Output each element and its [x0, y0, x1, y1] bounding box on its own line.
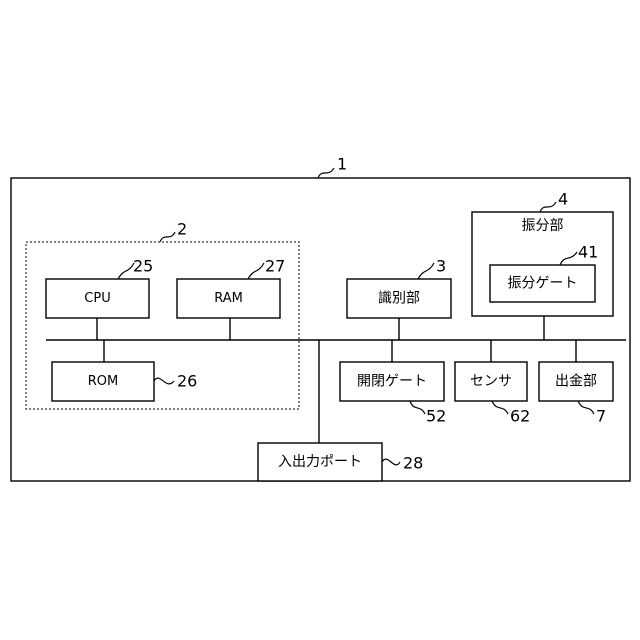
rom-label: ROM [88, 374, 118, 389]
io-port-ref-number: 28 [403, 454, 423, 473]
cpu-ref-number: 25 [133, 257, 153, 276]
io-port-label: 入出力ポート [278, 454, 362, 470]
sensor-label: センサ [470, 374, 512, 390]
io-port-ref-leader [382, 459, 400, 465]
exit-ref-number: 7 [596, 407, 606, 426]
exit-label: 出金部 [555, 374, 597, 390]
controller-ref-number: 2 [177, 220, 187, 239]
sorting-ref-leader [540, 202, 556, 212]
ram-ref-leader [248, 263, 264, 279]
device-ref-leader [318, 168, 334, 178]
sensor-ref-leader [492, 401, 508, 414]
identification-ref-number: 3 [436, 257, 446, 276]
sensor-ref-number: 62 [510, 407, 530, 426]
identification-ref-leader [418, 263, 434, 279]
cpu-label: CPU [84, 291, 110, 306]
open-close-gate-ref-leader [410, 401, 425, 414]
cpu-ref-leader [118, 263, 134, 279]
identification-label: 識別部 [378, 291, 420, 307]
open-close-gate-label: 開閉ゲート [357, 374, 427, 390]
sorting-gate-label: 振分ゲート [508, 276, 578, 292]
ram-label: RAM [214, 291, 243, 306]
rom-ref-number: 26 [177, 372, 197, 391]
rom-ref-leader [154, 378, 174, 384]
sorting-label: 振分部 [522, 218, 564, 234]
sorting-gate-ref-number: 41 [578, 243, 598, 262]
device-ref-number: 1 [337, 155, 347, 174]
open-close-gate-ref-number: 52 [426, 407, 446, 426]
exit-ref-leader [578, 401, 594, 414]
ram-ref-number: 27 [265, 257, 285, 276]
sorting-ref-number: 4 [558, 190, 568, 209]
controller-ref-leader [160, 232, 175, 242]
